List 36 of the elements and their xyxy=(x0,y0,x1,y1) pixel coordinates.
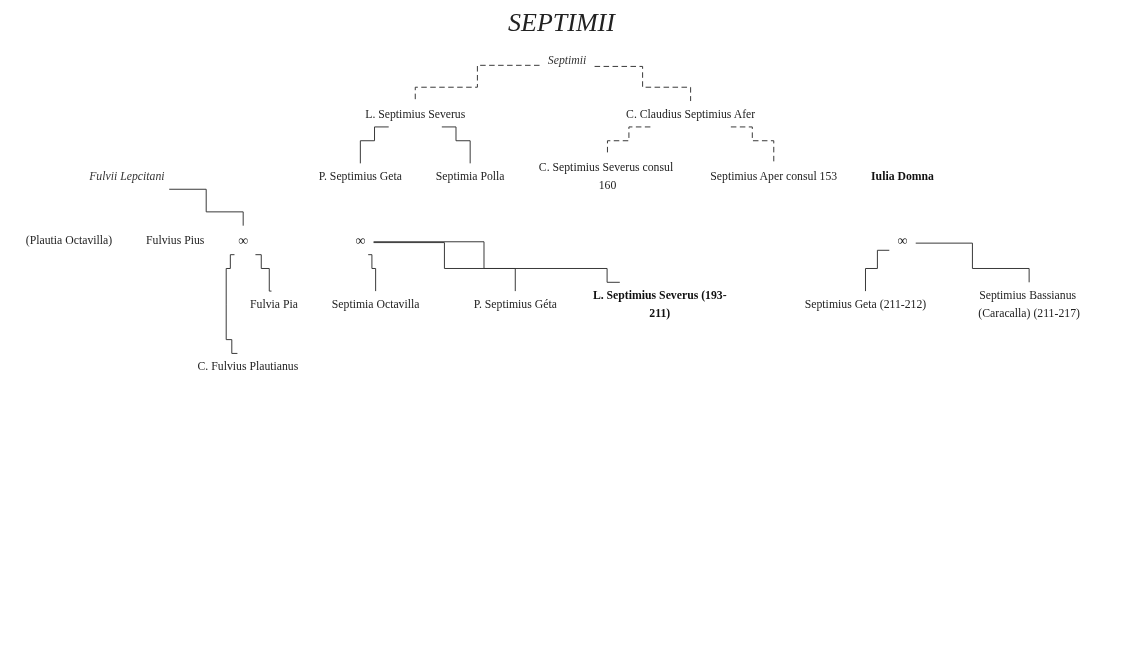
connector xyxy=(864,249,890,292)
node-text: Iulia Domna xyxy=(870,169,934,183)
connector xyxy=(168,188,244,227)
node-text: P. Septimius Géta xyxy=(473,297,557,311)
connector xyxy=(440,126,471,164)
node-text: C. Claudius Septimius Afer xyxy=(625,107,755,121)
node-text: L. Septimius Severus (193-211) xyxy=(592,288,727,320)
connector xyxy=(254,254,272,292)
node-text: (Plautia Octavilla) xyxy=(25,233,112,247)
node-text: Fulvius Pius xyxy=(145,233,204,247)
connector xyxy=(414,64,540,102)
node-text: C. Septimius Severus consul 160 xyxy=(538,160,673,192)
node-text: Septimius Geta (211-212) xyxy=(804,297,926,311)
connector xyxy=(359,126,389,164)
diagram-title: SEPTIMII xyxy=(507,8,617,38)
node-text: Septimia Octavilla xyxy=(331,297,419,311)
node-text: ∞ xyxy=(897,232,907,248)
connector xyxy=(729,126,774,164)
connector xyxy=(914,242,1030,283)
connector xyxy=(372,242,516,292)
node-text: C. Fulvius Plautianus xyxy=(197,359,298,373)
node-text: P. Septimius Geta xyxy=(318,169,402,183)
node-text: Septimius Aper consul 153 xyxy=(709,169,837,183)
node-text: Septimia Polla xyxy=(435,169,505,183)
node-text: L. Septimius Severus xyxy=(364,107,465,121)
node-text: Fulvii Lepcitani xyxy=(88,169,165,183)
connector xyxy=(372,241,620,283)
node-text: ∞ xyxy=(237,232,248,248)
node-text: Septimii xyxy=(547,53,586,67)
connector xyxy=(606,126,651,156)
connector xyxy=(593,65,691,102)
node-text: Fulvia Pia xyxy=(249,297,298,311)
connector xyxy=(225,254,238,354)
node-text: ∞ xyxy=(354,232,365,248)
connector xyxy=(367,254,376,292)
node-text: Septimius Bassianus (Caracalla) (211-217) xyxy=(977,288,1080,320)
